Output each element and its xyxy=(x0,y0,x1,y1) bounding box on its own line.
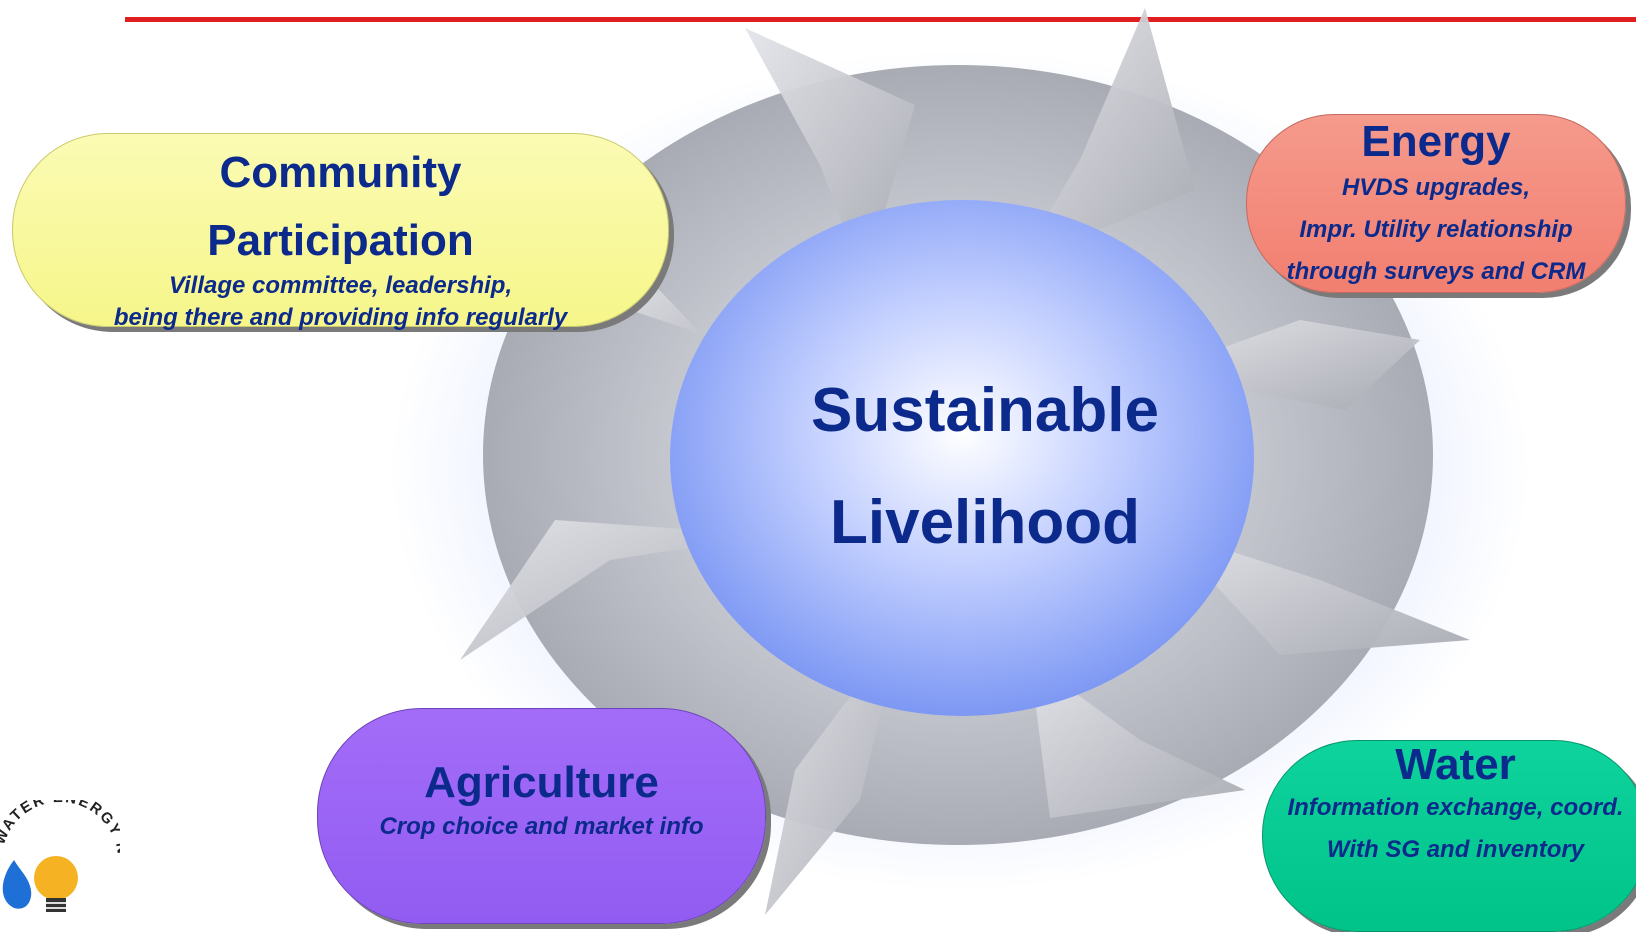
water-desc-line1: Information exchange, coord. xyxy=(1287,794,1624,821)
center-title-line1: Sustainable xyxy=(811,376,1159,445)
community-title-line1: Community xyxy=(219,148,462,197)
agriculture-box: Agriculture Crop choice and market info xyxy=(317,708,766,924)
top-red-rule xyxy=(125,17,1636,22)
energy-desc-line2: Impr. Utility relationship xyxy=(1299,216,1573,243)
cycle-arrow-bottom-right xyxy=(1030,660,1245,818)
center-disk xyxy=(670,200,1254,716)
water-energy-nexus-logo: WATER ENERGY NEXU xyxy=(0,800,120,912)
cycle-arrow-upper-left xyxy=(600,270,770,405)
center-title-line2: Livelihood xyxy=(830,488,1140,557)
community-desc-line1: Village committee, leadership, xyxy=(168,272,513,299)
cycle-arrow-right xyxy=(1155,320,1420,410)
energy-title: Energy xyxy=(1361,117,1511,166)
agriculture-title: Agriculture xyxy=(424,758,659,807)
water-title: Water xyxy=(1395,740,1516,789)
center-title: Sustainable Livelihood xyxy=(735,355,1235,579)
water-box: Water Information exchange, coord. With … xyxy=(1262,740,1636,932)
community-desc-line2: being there and providing info regularly xyxy=(113,304,568,331)
cycle-arrow-lower-right xyxy=(1165,530,1470,655)
energy-desc-line3: through surveys and CRM xyxy=(1286,258,1586,285)
cycle-arrow-left xyxy=(460,520,770,660)
water-desc-line2: With SG and inventory xyxy=(1326,836,1585,863)
agriculture-desc-line1: Crop choice and market info xyxy=(379,813,704,840)
energy-desc-line1: HVDS upgrades, xyxy=(1341,174,1531,201)
cycle-arrow-top-right xyxy=(1020,8,1195,262)
lightbulb-water-drop-icon xyxy=(2,856,78,912)
energy-box: Energy HVDS upgrades, Impr. Utility rela… xyxy=(1246,114,1626,293)
community-participation-box: Community Participation Village committe… xyxy=(12,133,669,331)
community-title-line2: Participation xyxy=(207,216,474,265)
svg-text:WATER ENERGY NEXU: WATER ENERGY NEXU xyxy=(0,800,120,857)
